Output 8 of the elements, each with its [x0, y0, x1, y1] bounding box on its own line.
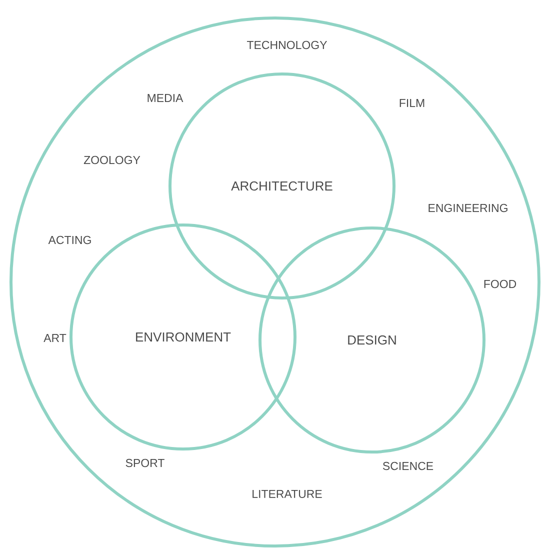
category-label: TECHNOLOGY	[247, 40, 327, 50]
category-label: LITERATURE	[252, 490, 322, 498]
category-label: FOOD	[484, 280, 516, 288]
outer-circle	[10, 16, 540, 548]
category-label: ZOOLOGY	[84, 156, 140, 164]
category-label: ACTING	[48, 236, 91, 244]
category-label: MEDIA	[148, 94, 184, 102]
category-label: ENGINEERING	[428, 204, 508, 212]
